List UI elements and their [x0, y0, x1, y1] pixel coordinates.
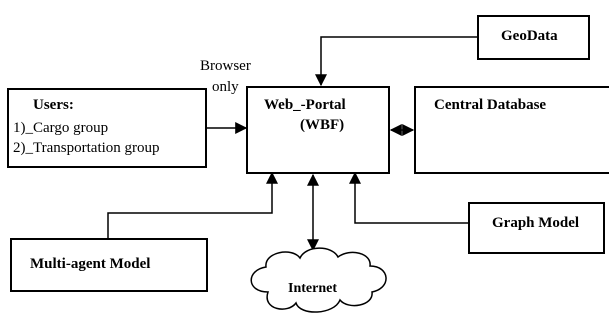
geodata-to-portal-arrow — [315, 36, 477, 87]
web-portal-box: Web_-Portal (WBF) — [246, 86, 390, 174]
users-item-transportation: 2)_Transportation group — [13, 140, 160, 156]
web-portal-subtitle: (WBF) — [300, 117, 345, 133]
central-database-box: Central Database — [414, 86, 609, 174]
multiagent-model-box: Multi-agent Model — [10, 238, 208, 292]
multiagent-model-label: Multi-agent Model — [30, 256, 151, 272]
users-item-cargo: 1)_Cargo group — [13, 120, 109, 136]
internet-cloud — [250, 247, 387, 313]
users-box: Users: 1)_Cargo group 2)_Transportation … — [7, 88, 207, 168]
geodata-label: GeoData — [501, 28, 558, 44]
web-portal-title: Web_-Portal — [264, 97, 346, 113]
graph-model-box: Graph Model — [468, 202, 605, 254]
multiagent-to-portal-arrow — [107, 171, 278, 238]
browser-only-label-line1: Browser — [200, 58, 251, 74]
central-database-label: Central Database — [434, 97, 547, 113]
users-title: Users: — [33, 97, 74, 113]
graph-model-label: Graph Model — [492, 215, 580, 231]
geodata-box: GeoData — [477, 15, 590, 60]
browser-only-label-line2: only — [212, 79, 239, 95]
graph-to-portal-arrow — [349, 171, 468, 224]
internet-label: Internet — [288, 281, 337, 296]
